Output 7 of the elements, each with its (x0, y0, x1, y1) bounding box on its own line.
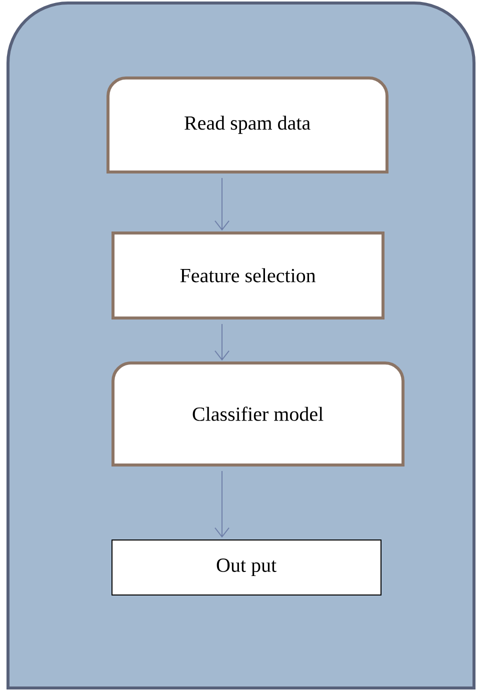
arrow (214, 470, 230, 538)
process-box: Read spam data (106, 76, 388, 174)
process-box: Classifier model (112, 362, 404, 466)
process-box: Feature selection (112, 232, 384, 320)
arrow (214, 324, 230, 361)
arrow (214, 178, 230, 231)
output-box: Out put (112, 540, 382, 596)
